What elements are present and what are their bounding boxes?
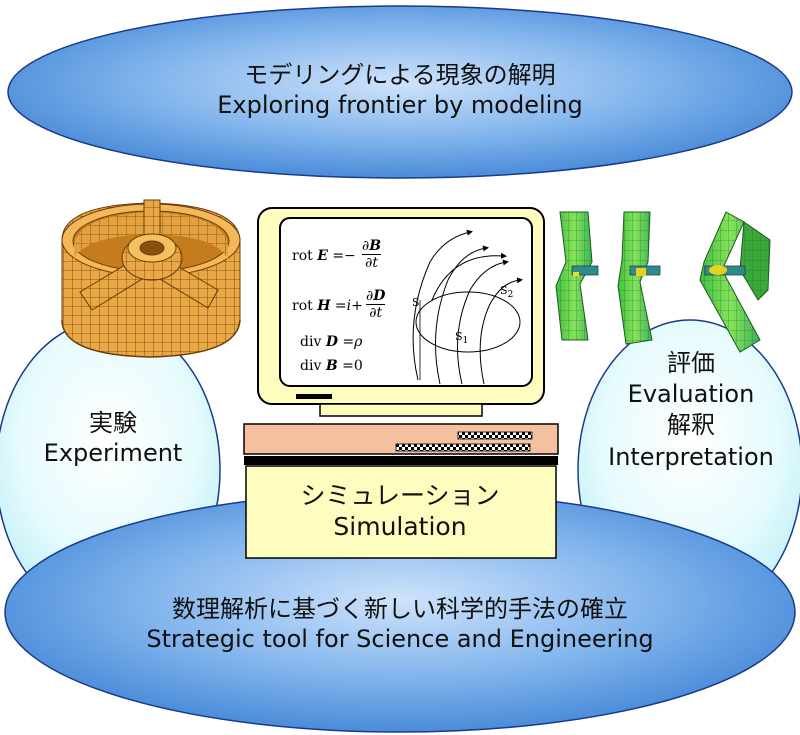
interpretation-label-en: Interpretation: [608, 442, 774, 471]
evaluation-label-ja: 評価: [667, 349, 715, 377]
green-specimen-1: [555, 211, 599, 341]
equation-rot-e-frac: ∂B ∂t: [362, 238, 382, 272]
field-label-s1: S1: [455, 330, 469, 347]
science-label-ja: 数理解析に基づく新しい科学的手法の確立: [172, 595, 628, 623]
evaluation-label-en: Evaluation: [627, 380, 755, 409]
base-divider: [244, 456, 558, 465]
simulation-label: シミュレーション Simulation: [250, 480, 550, 543]
field-label-s: S: [412, 296, 420, 309]
simulation-label-en: Simulation: [333, 512, 467, 542]
monitor-button: [296, 394, 332, 399]
modeling-label-ja: モデリングによる現象の解明: [244, 61, 556, 89]
monitor-stand: [319, 403, 483, 417]
modeling-label-en: Exploring frontier by modeling: [217, 91, 583, 119]
equation-rot-e: rot E =−: [292, 248, 356, 264]
equation-div-b: div B =0: [300, 358, 363, 374]
modeling-label: モデリングによる現象の解明 Exploring frontier by mode…: [100, 60, 700, 120]
equation-div-d: div D =ρ: [300, 334, 363, 350]
field-label-s2: S2: [500, 284, 514, 301]
drive-slot-lower: [395, 443, 531, 452]
field-lines: [412, 229, 523, 385]
experiment-label-en: Experiment: [43, 439, 183, 467]
equation-rot-h: rot H =i+: [292, 298, 363, 314]
drive-slot-upper: [457, 431, 533, 440]
science-label-en: Strategic tool for Science and Engineeri…: [146, 625, 654, 653]
experiment-label-ja: 実験: [89, 409, 137, 437]
science-label: 数理解析に基づく新しい科学的手法の確立 Strategic tool for S…: [60, 594, 740, 654]
base-body: [245, 465, 557, 559]
evaluation-label: 評価 Evaluation 解釈 Interpretation: [596, 348, 786, 473]
simulation-label-ja: シミュレーション: [300, 481, 500, 510]
equation-rot-h-frac: ∂D ∂t: [366, 288, 386, 322]
green-specimen-3: [699, 211, 771, 353]
interpretation-label-ja: 解釈: [667, 411, 715, 440]
green-specimen-2: [617, 211, 661, 345]
modeling-ellipse: [7, 5, 793, 179]
orange-cylinder-mesh: [61, 199, 241, 358]
experiment-label: 実験 Experiment: [18, 408, 208, 468]
